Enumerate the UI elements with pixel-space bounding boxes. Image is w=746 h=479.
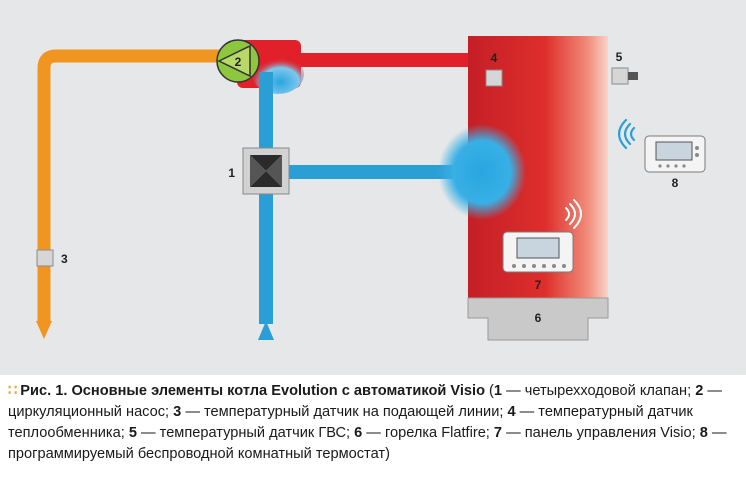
valve-boiler-pipe [272,165,472,179]
arrow-down-icon [36,321,52,339]
caption-item-number: 3 [173,404,182,420]
pump-number: 2 [235,55,242,69]
return-pipe [259,72,273,324]
figure-caption: ∷Рис. 1. Основные элементы котла Evoluti… [8,383,727,462]
wifi-icon [617,118,636,150]
caption-item-text: — панель управления Visio; [502,425,700,441]
caption-item-text: — горелка Flatfire; [362,425,494,441]
exchanger-sensor-number: 4 [491,51,498,65]
dhw-sensor-number: 5 [616,50,623,64]
dhw-sensor-probe [628,72,638,80]
valve-icon [242,147,290,195]
caption-item-number: 4 [507,404,516,420]
control-panel [502,231,574,273]
caption-item-number: 2 [695,383,704,399]
caption-item-number: 7 [493,425,503,441]
caption-item-number: 6 [354,425,363,441]
heat-exchanger-zone [438,124,526,220]
caption-bullet: ∷ [8,383,17,399]
dhw-sensor [611,67,629,85]
valve-number: 1 [228,166,235,180]
caption-item-text: — температурный датчик теплообменника; [8,404,693,441]
pump-icon: 2 [216,39,260,83]
caption-items: 1 — четырехходовой клапан; 2 — циркуляци… [8,383,727,462]
caption-item-text: — программируемый беспроводной комнатный… [8,425,727,462]
thermostat-number: 8 [672,176,679,190]
exchanger-sensor [485,69,503,87]
supply-sensor [36,249,54,267]
arrow-up-icon [258,321,274,340]
thermostat [644,135,706,173]
caption-item-number: 5 [128,425,137,441]
supply-pipe [37,49,222,322]
wifi-icon [565,199,582,229]
caption-item-number: 1 [493,383,503,399]
supply-sensor-number: 3 [61,252,68,266]
caption-item-text: — температурный датчик ГВС; [136,425,355,441]
caption-item-text: — четырехходовой клапан; [502,383,696,399]
burner-number: 6 [535,311,542,325]
caption-item-number: 8 [699,425,708,441]
caption-item-text: — температурный датчик на подающей линии… [181,404,508,420]
control-panel-number: 7 [535,278,542,292]
burner [467,297,609,341]
caption-lead: Рис. 1. Основные элементы котла Evolutio… [20,383,485,399]
caption-item-text: — циркуляционный насос; [8,383,722,420]
boiler-diagram: 2 1 6 4 5 [0,0,746,375]
